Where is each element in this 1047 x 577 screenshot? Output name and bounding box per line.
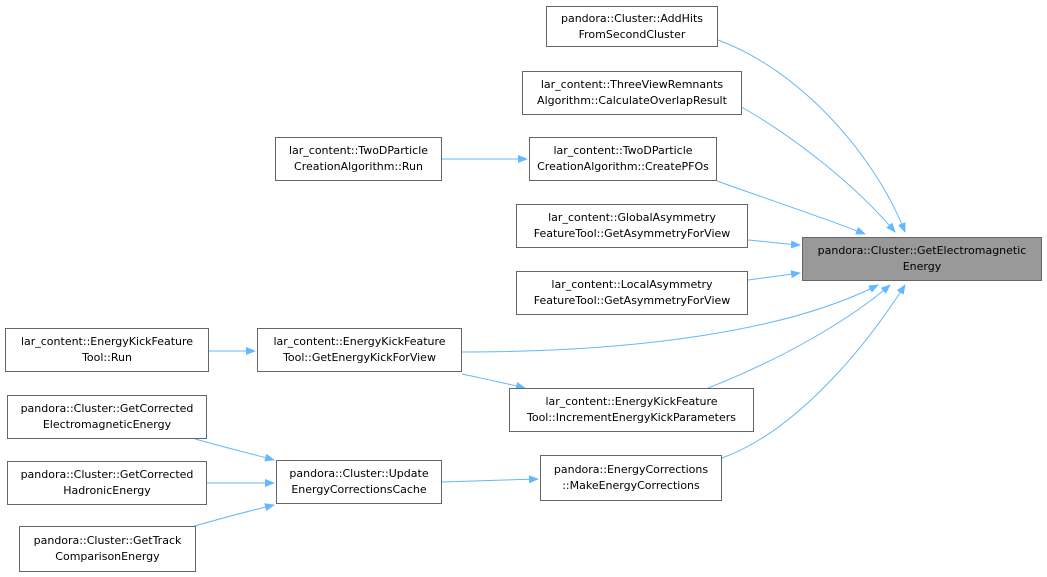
node-label-line: lar_content::TwoDParticle bbox=[553, 144, 693, 157]
node-label-line: pandora::Cluster::Update bbox=[289, 467, 429, 480]
node-label-line: FeatureTool::GetAsymmetryForView bbox=[533, 227, 731, 240]
node-label-line: CreationAlgorithm::CreatePFOs bbox=[537, 160, 709, 173]
node-label-line: pandora::Cluster::GetElectromagnetic bbox=[817, 244, 1027, 257]
node-label-line: lar_content::ThreeViewRemnants bbox=[540, 78, 724, 91]
edge-track_comp-to-update_cache bbox=[187, 503, 275, 529]
edge-global_asym-to-root bbox=[747, 239, 801, 249]
node-label-line: pandora::Cluster::AddHits bbox=[560, 11, 703, 25]
node-label-line: Tool::Run bbox=[82, 351, 132, 364]
edge-make_corr-to-root bbox=[721, 284, 906, 459]
node-label-line: EnergyCorrectionsCache bbox=[291, 483, 427, 496]
node-label-line: Tool::GetEnergyKickForView bbox=[283, 351, 436, 364]
edge-local_asym-to-root bbox=[747, 270, 801, 281]
edge-twod_create-to-root bbox=[716, 180, 866, 235]
node-label-line: ComparisonEnergy bbox=[55, 550, 160, 563]
edge-update_cache-to-make_corr bbox=[441, 475, 539, 484]
node-label-line: lar_content::EnergyKickFeature bbox=[273, 335, 446, 348]
node-label-line: Energy bbox=[902, 260, 942, 273]
edge-three_view-to-root bbox=[737, 104, 896, 233]
node-label-line: ElectromagneticEnergy bbox=[42, 418, 172, 431]
node-label-line: Algorithm::CalculateOverlapResult bbox=[537, 94, 727, 107]
node-make-corr[interactable]: pandora::EnergyCorrections::MakeEnergyCo… bbox=[540, 455, 722, 501]
node-label-line: pandora::EnergyCorrections bbox=[553, 463, 709, 476]
node-label-line: ::MakeEnergyCorrections bbox=[562, 479, 700, 492]
node-label-line: lar_content::EnergyKickFeature bbox=[20, 335, 194, 348]
node-label-line: lar_content::EnergyKickFeature bbox=[545, 395, 718, 408]
node-label-line: HadronicEnergy bbox=[63, 484, 151, 497]
edge-add_hits-to-root bbox=[717, 39, 906, 233]
node-label-line: FromSecondCluster bbox=[578, 27, 686, 41]
edge-ek_get-to-root bbox=[461, 284, 879, 353]
node-label-line: CreationAlgorithm::Run bbox=[294, 160, 423, 173]
node-label-line: lar_content::LocalAsymmetry bbox=[551, 278, 713, 291]
node-label: pandora::EnergyCorrections::MakeEnergyCo… bbox=[554, 462, 708, 494]
node-label-line: pandora::Cluster::GetCorrected bbox=[20, 402, 194, 415]
node-label-line: lar_content::TwoDParticle bbox=[288, 144, 429, 157]
node-label-line: pandora::Cluster::GetCorrected bbox=[20, 468, 194, 481]
edge-ek_get-to-ek_inc bbox=[461, 373, 526, 390]
edges-layer bbox=[187, 39, 906, 529]
edge-ek_inc-to-root bbox=[707, 284, 891, 389]
node-label-line: FeatureTool::GetAsymmetryForView bbox=[533, 294, 731, 307]
node-label-line: lar_content::GlobalAsymmetry bbox=[548, 211, 716, 224]
edge-corr_em-to-update_cache bbox=[191, 437, 275, 462]
node-label-line: Tool::IncrementEnergyKickParameters bbox=[526, 411, 737, 424]
node-label-line: pandora::Cluster::GetTrack bbox=[33, 534, 182, 547]
